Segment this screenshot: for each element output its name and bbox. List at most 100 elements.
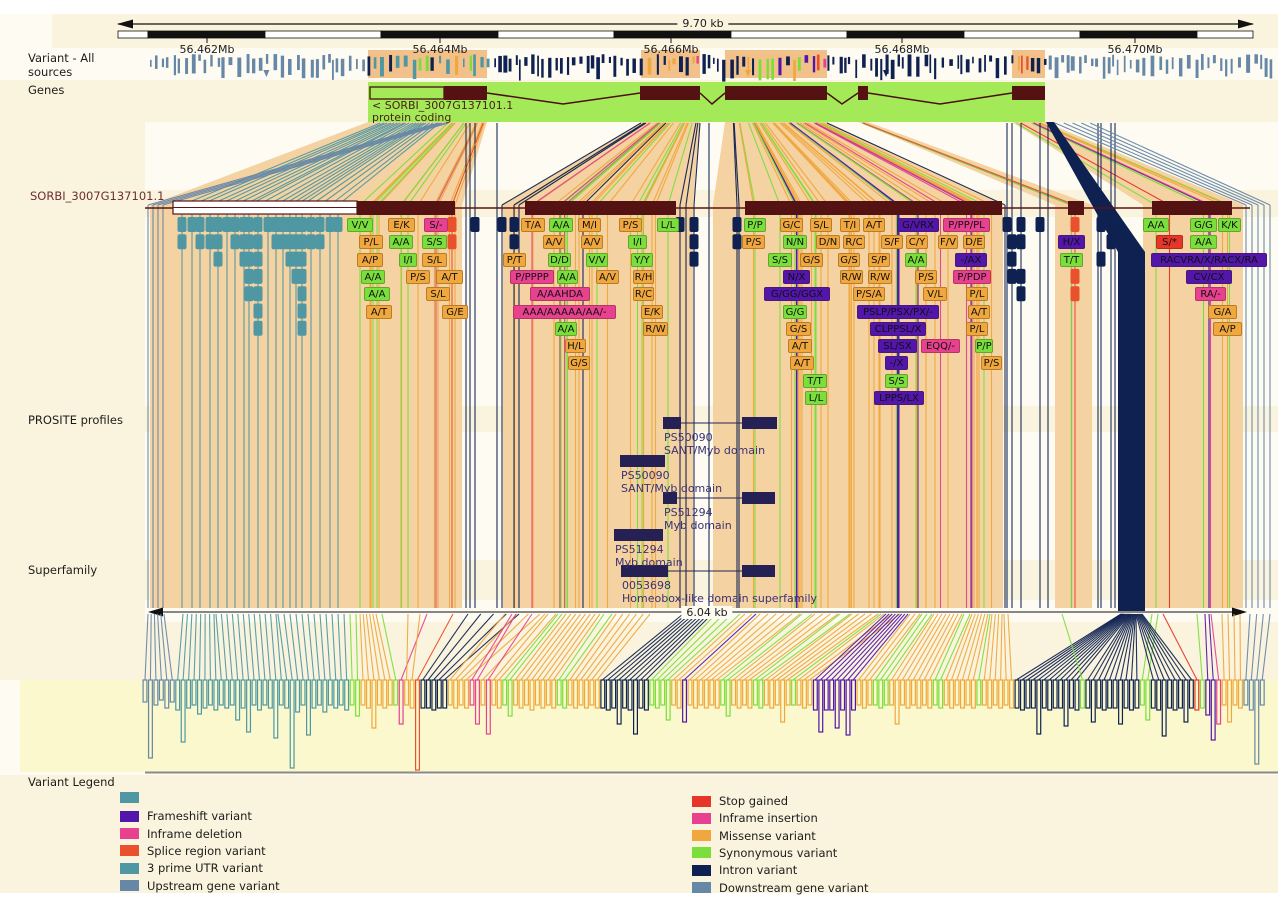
variant-mark[interactable] <box>447 234 457 250</box>
variant-chip[interactable]: D/D <box>548 252 571 267</box>
variant-histogram-bar[interactable] <box>981 679 987 706</box>
variant-chip[interactable]: E/K <box>388 218 415 232</box>
variant-histogram-bar[interactable] <box>780 679 786 723</box>
variant-chip[interactable]: E/K <box>641 304 663 319</box>
variant-mark[interactable] <box>297 217 307 232</box>
variant-chip[interactable]: P/PDP <box>953 269 991 284</box>
variant-mark[interactable] <box>177 217 187 232</box>
variant-histogram-bar[interactable] <box>1172 679 1178 711</box>
prosite-domain-box[interactable] <box>614 529 663 541</box>
variant-chip[interactable]: A/A <box>364 287 390 302</box>
variant-chip[interactable]: P/P <box>975 339 993 354</box>
variant-histogram-bar[interactable] <box>365 679 371 709</box>
variant-chip[interactable]: S/L <box>422 252 447 267</box>
variant-histogram-bar[interactable] <box>327 679 333 706</box>
variant-mark[interactable] <box>1007 251 1017 267</box>
variant-histogram-bar[interactable] <box>774 679 780 706</box>
variant-chip[interactable]: V/V <box>586 252 608 267</box>
prosite-domain-box[interactable] <box>742 417 777 429</box>
variant-histogram-bar[interactable] <box>959 679 965 709</box>
variant-chip[interactable]: P/L <box>966 287 988 302</box>
variant-chip[interactable]: H/X <box>1058 235 1085 250</box>
variant-chip[interactable]: S/P <box>868 252 890 267</box>
variant-histogram-bar[interactable] <box>600 679 606 709</box>
variant-histogram-bar[interactable] <box>153 679 159 706</box>
variant-histogram-bar[interactable] <box>355 679 361 717</box>
variant-histogram-bar[interactable] <box>867 679 873 706</box>
variant-histogram-bar[interactable] <box>1123 679 1129 709</box>
prosite-domain-box[interactable] <box>663 492 677 504</box>
variant-mark[interactable] <box>244 234 254 250</box>
variant-chip[interactable]: N/X <box>783 269 810 284</box>
variant-histogram-bar[interactable] <box>229 679 235 706</box>
variant-histogram-bar[interactable] <box>191 679 197 706</box>
variant-histogram-bar[interactable] <box>594 679 600 709</box>
variant-chip[interactable]: P/S <box>981 356 1002 371</box>
gene-name-label[interactable]: < SORBI_3007G137101.1 <box>372 99 514 112</box>
variant-mark[interactable] <box>509 217 519 232</box>
variant-histogram-bar[interactable] <box>398 679 404 725</box>
variant-histogram-bar[interactable] <box>687 679 693 706</box>
variant-histogram-bar[interactable] <box>1118 679 1124 725</box>
variant-chip[interactable]: A/V <box>581 235 603 250</box>
variant-mark[interactable] <box>297 234 307 250</box>
variant-histogram-bar[interactable] <box>1009 679 1015 709</box>
variant-histogram-bar[interactable] <box>916 679 922 709</box>
variant-chip[interactable]: A/A <box>1143 218 1169 232</box>
variant-mark[interactable] <box>253 217 263 232</box>
variant-histogram-bar[interactable] <box>164 679 170 709</box>
variant-histogram-bar[interactable] <box>197 679 203 715</box>
variant-histogram-bar[interactable] <box>1047 679 1053 711</box>
variant-mark[interactable] <box>253 251 263 267</box>
variant-mark[interactable] <box>253 320 263 336</box>
variant-mark[interactable] <box>315 217 325 232</box>
variant-chip[interactable]: CV/CX <box>1186 269 1232 284</box>
variant-histogram-bar[interactable] <box>409 679 415 709</box>
variant-histogram-bar[interactable] <box>453 679 459 709</box>
variant-mark[interactable] <box>222 217 232 232</box>
variant-histogram-bar[interactable] <box>1183 679 1189 723</box>
bottom-ruler-left-arrow[interactable] <box>148 607 163 617</box>
variant-histogram-bar[interactable] <box>1243 679 1249 706</box>
variant-histogram-bar[interactable] <box>1177 679 1183 709</box>
variant-histogram-bar[interactable] <box>632 679 638 735</box>
variant-histogram-bar[interactable] <box>622 679 628 709</box>
variant-histogram-bar[interactable] <box>801 679 807 709</box>
variant-mark[interactable] <box>297 303 307 319</box>
variant-mark[interactable] <box>325 217 335 232</box>
variant-histogram-bar[interactable] <box>1068 679 1074 709</box>
variant-mark[interactable] <box>306 234 316 250</box>
variant-chip[interactable]: C/Y <box>906 235 928 250</box>
variant-histogram-bar[interactable] <box>207 679 213 706</box>
variant-mark[interactable] <box>689 217 699 232</box>
variant-chip[interactable]: T/I <box>840 218 860 232</box>
variant-histogram-bar[interactable] <box>741 679 747 706</box>
transcript-label[interactable]: SORBI_3007G137101.1 <box>30 189 165 203</box>
variant-chip[interactable]: P/S/A <box>853 287 885 302</box>
variant-histogram-bar[interactable] <box>485 679 491 735</box>
variant-mark[interactable] <box>1096 251 1106 267</box>
variant-mark[interactable] <box>333 217 343 232</box>
variant-histogram-bar[interactable] <box>883 679 889 706</box>
variant-mark[interactable] <box>732 234 742 250</box>
variant-histogram-bar[interactable] <box>812 679 818 711</box>
variant-mark[interactable] <box>195 217 205 232</box>
variant-histogram-bar[interactable] <box>480 679 486 706</box>
variant-histogram-bar[interactable] <box>464 679 470 709</box>
variant-histogram-bar[interactable] <box>1014 679 1020 709</box>
gene-exon[interactable] <box>725 86 827 100</box>
variant-chip[interactable]: V/L <box>923 287 947 302</box>
variant-mark[interactable] <box>297 268 307 284</box>
variant-mark[interactable] <box>253 286 263 302</box>
variant-mark[interactable] <box>306 217 316 232</box>
variant-histogram-bar[interactable] <box>387 679 393 706</box>
variant-mark[interactable] <box>732 217 742 232</box>
variant-histogram-bar[interactable] <box>1145 679 1151 721</box>
variant-chip[interactable]: G/C <box>780 218 803 232</box>
variant-histogram-bar[interactable] <box>654 679 660 709</box>
variant-histogram-bar[interactable] <box>333 679 339 709</box>
variant-chip[interactable]: L/L <box>657 218 679 232</box>
variant-histogram-bar[interactable] <box>698 679 704 706</box>
variant-mark[interactable] <box>230 234 240 250</box>
variant-chip[interactable]: A/T <box>863 218 885 232</box>
